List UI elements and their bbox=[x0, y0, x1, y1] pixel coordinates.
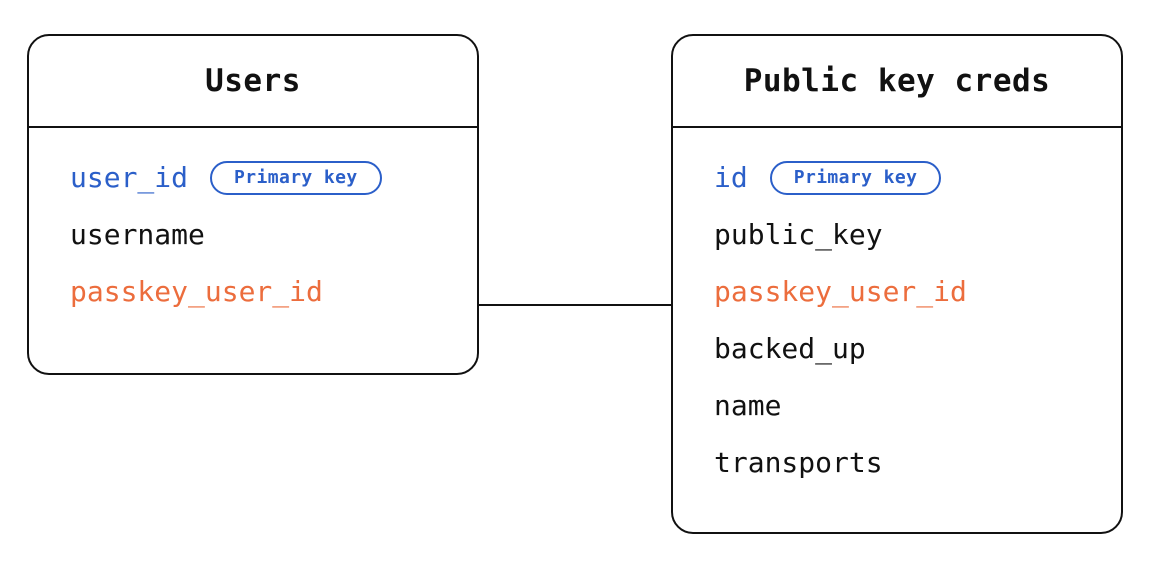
primary-key-badge: Primary key bbox=[210, 160, 382, 195]
field-name-user-id: user_id bbox=[70, 161, 189, 194]
entity-users[interactable]: Users user_id Primary key username passk… bbox=[27, 34, 479, 375]
entity-users-divider bbox=[29, 126, 477, 128]
field-row[interactable]: user_id Primary key bbox=[29, 149, 477, 206]
field-name-name: name bbox=[714, 389, 782, 422]
field-name-passkey-user-id: passkey_user_id bbox=[70, 275, 323, 308]
field-name-transports: transports bbox=[714, 446, 883, 479]
entity-users-field-list: user_id Primary key username passkey_use… bbox=[29, 128, 477, 320]
field-name-backed-up: backed_up bbox=[714, 332, 866, 365]
field-row[interactable]: name bbox=[673, 377, 1121, 434]
field-row[interactable]: passkey_user_id bbox=[673, 263, 1121, 320]
entity-public-key-creds-field-list: id Primary key public_key passkey_user_i… bbox=[673, 128, 1121, 491]
entity-public-key-creds-divider bbox=[673, 126, 1121, 128]
primary-key-badge: Primary key bbox=[769, 160, 942, 195]
field-name-public-key: public_key bbox=[714, 218, 883, 251]
field-row[interactable]: passkey_user_id bbox=[29, 263, 477, 320]
field-name-passkey-user-id: passkey_user_id bbox=[714, 275, 967, 308]
field-row[interactable]: username bbox=[29, 206, 477, 263]
field-row[interactable]: id Primary key bbox=[673, 149, 1121, 206]
entity-public-key-creds-title: Public key creds bbox=[743, 63, 1051, 99]
field-name-username: username bbox=[70, 218, 205, 251]
field-row[interactable]: backed_up bbox=[673, 320, 1121, 377]
entity-public-key-creds[interactable]: Public key creds id Primary key public_k… bbox=[671, 34, 1123, 534]
relationship-connector-line bbox=[477, 304, 673, 306]
field-name-id: id bbox=[714, 161, 748, 194]
entity-users-title: Users bbox=[205, 63, 301, 99]
field-row[interactable]: public_key bbox=[673, 206, 1121, 263]
field-row[interactable]: transports bbox=[673, 434, 1121, 491]
